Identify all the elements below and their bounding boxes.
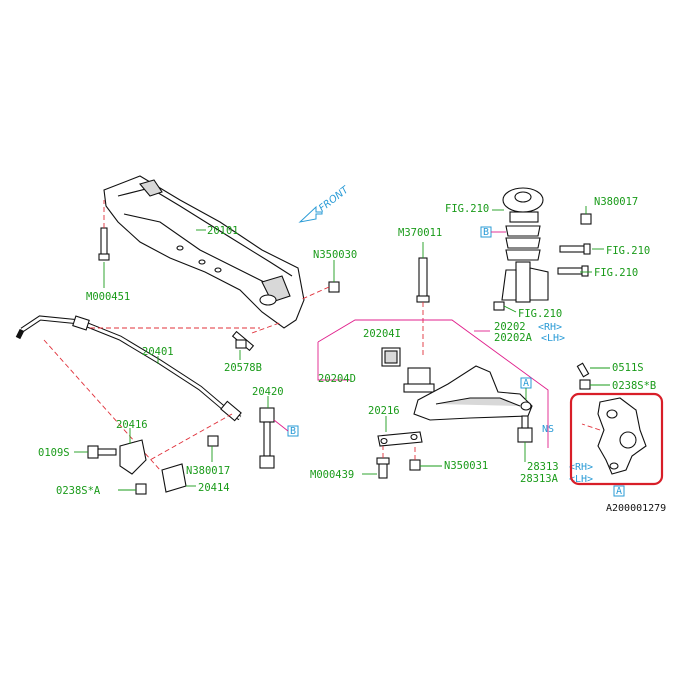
label-fig210-a: FIG.210 — [445, 203, 489, 215]
label-20578b: 20578B — [224, 362, 262, 374]
label-n380017-top: N380017 — [594, 196, 638, 208]
strut-nut-lower — [493, 301, 505, 311]
guide-lines-arm — [317, 319, 549, 448]
label-20202a: 20202A — [494, 332, 533, 344]
bracket-20216 — [377, 431, 423, 447]
stabilizer-bar-20401 — [15, 315, 242, 422]
bushing-20414 — [161, 463, 187, 493]
front-direction-arrow: FRONT — [298, 184, 351, 223]
strut-bolt-upper — [559, 243, 591, 255]
label-n350030: N350030 — [313, 249, 357, 261]
bolt-0511s — [576, 362, 590, 378]
label-ns: NS — [542, 424, 554, 435]
label-20204i: 20204I — [363, 328, 401, 340]
bolt-m370011 — [416, 257, 430, 303]
lower-control-arm — [413, 365, 533, 421]
label-fig210-d: FIG.210 — [518, 308, 562, 320]
ref-box-a-knuckle — [613, 485, 625, 497]
nut-n350030 — [328, 281, 340, 293]
label-20101: 20101 — [207, 225, 239, 237]
ball-joint-28313 — [517, 415, 533, 443]
crossmember-20101 — [103, 175, 305, 329]
ref-b-strut: B — [483, 227, 489, 238]
bolt-m000439 — [376, 457, 390, 479]
bolt-m000451 — [98, 200, 110, 261]
label-0109s: 0109S — [38, 447, 70, 459]
label-n350031: N350031 — [444, 460, 488, 472]
bushing-20204d — [403, 367, 435, 393]
nut-n380017-bot — [207, 435, 219, 447]
nut-0238s-a — [135, 483, 147, 495]
ref-a-knuckle: A — [616, 486, 622, 497]
steering-knuckle — [597, 397, 647, 475]
strut-bolt-lower — [557, 265, 589, 277]
label-28313a-lh: <LH> — [569, 474, 593, 485]
label-m000451: M000451 — [86, 291, 130, 303]
label-20204d: 20204D — [318, 373, 356, 385]
label-20401: 20401 — [142, 346, 174, 358]
ref-b-link: B — [290, 426, 296, 437]
label-m000439: M000439 — [310, 469, 354, 481]
bolt-20578b — [231, 330, 255, 352]
nut-n350031 — [409, 459, 421, 471]
label-28313-rh: <RH> — [569, 462, 593, 473]
nut-0238s-b — [579, 379, 591, 390]
label-20420: 20420 — [252, 386, 284, 398]
catalog-code: A200001279 — [606, 503, 666, 514]
label-20202: 20202 — [494, 321, 526, 333]
label-fig210-b: FIG.210 — [606, 245, 650, 257]
bolt-0109s — [87, 445, 117, 459]
stabilizer-link-20420 — [259, 407, 275, 469]
bushing-20204i — [381, 347, 401, 367]
label-20216: 20216 — [368, 405, 400, 417]
label-0238sb: 0238S*B — [612, 380, 656, 392]
label-fig210-c: FIG.210 — [594, 267, 638, 279]
label-20416: 20416 — [116, 419, 148, 431]
label-20202a-lh: <LH> — [541, 333, 565, 344]
nut-n380017-top — [580, 213, 592, 225]
strut-assembly — [501, 187, 549, 303]
label-n380017-bot: N380017 — [186, 465, 230, 477]
label-20202-rh: <RH> — [538, 322, 562, 333]
label-28313: 28313 — [527, 461, 559, 473]
label-0511s: 0511S — [612, 362, 644, 374]
label-m370011: M370011 — [398, 227, 442, 239]
ref-a-arm: A — [523, 378, 529, 389]
label-20414: 20414 — [198, 482, 230, 494]
label-0238sa: 0238S*A — [56, 485, 101, 497]
label-28313a: 28313A — [520, 473, 559, 485]
bracket-20416 — [119, 439, 147, 475]
highlight-knuckle — [569, 392, 664, 486]
front-label: FRONT — [317, 184, 351, 214]
